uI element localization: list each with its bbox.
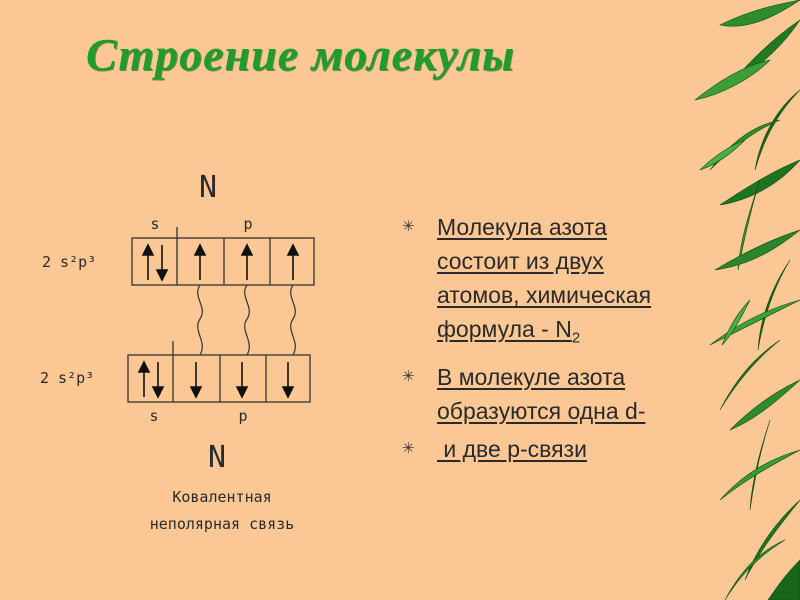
bullet-item: ✳ Молекула азота состоит из двух атомов,… [400,210,690,356]
bullet-text: В молекуле азота образуются одна d- [437,363,646,424]
top-atom-label: N [199,170,217,205]
top-electron-arrows [141,243,300,282]
bottom-config-label: 2 s²p³ [40,369,94,387]
top-orbital-boxes [131,227,315,286]
s-label-top: s [150,215,159,233]
bond-wavy-lines [197,284,296,356]
caption-line-1: Ковалентная [172,488,271,506]
top-config-label: 2 s²p³ [42,253,96,271]
star-bullet-icon: ✳ [402,367,415,385]
star-bullet-icon: ✳ [402,439,415,457]
orbital-diagram: N s p 2 s²p³ 2 s²p³ [40,170,315,533]
page-title: Строение молекулы [86,29,515,80]
bamboo-leaves-decoration [694,0,800,600]
bullet-list: ✳ Молекула азота состоит из двух атомов,… [400,210,690,470]
p-label-top: p [243,215,252,233]
star-bullet-icon: ✳ [402,218,415,235]
bullet-text: Молекула азота состоит из двух атомов, х… [437,214,652,347]
caption-line-2: неполярная связь [150,515,295,533]
bottom-electron-arrows [137,360,295,399]
bottom-orbital-boxes [127,341,311,403]
bottom-atom-label: N [208,440,226,475]
p-label-bottom: p [238,407,247,425]
s-label-bottom: s [149,407,158,425]
bullet-item: ✳ В молекуле азота образуются одна d- [400,360,690,428]
bullet-item: ✳ и две р-связи [400,432,690,466]
bullet-text: и две р-связи [437,435,587,462]
